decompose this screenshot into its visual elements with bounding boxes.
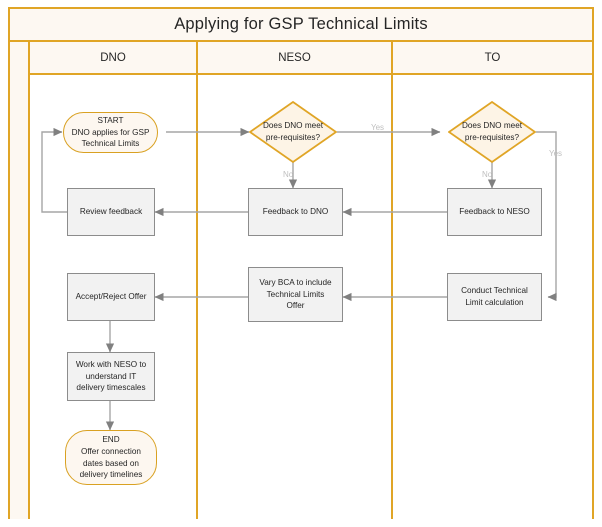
node-start[interactable]: START DNO applies for GSP Technical Limi… xyxy=(63,112,158,153)
node-vary-bca[interactable]: Vary BCA to include Technical Limits Off… xyxy=(248,267,343,322)
node-accept-reject-offer[interactable]: Accept/Reject Offer xyxy=(67,273,155,321)
node-vary-bca-label: Vary BCA to include Technical Limits Off… xyxy=(259,277,332,311)
node-work-with-neso-label: Work with NESO to understand IT delivery… xyxy=(75,359,147,393)
swimlane-gutter xyxy=(10,42,30,519)
node-decision-to-label: Does DNO meet pre-requisites? xyxy=(461,121,523,142)
node-review-feedback[interactable]: Review feedback xyxy=(67,188,155,236)
node-conduct-technical-limit[interactable]: Conduct Technical Limit calculation xyxy=(447,273,542,321)
lane-label-to: TO xyxy=(484,51,501,64)
page-title: Applying for GSP Technical Limits xyxy=(174,15,428,33)
node-accept-reject-offer-label: Accept/Reject Offer xyxy=(75,292,147,302)
node-conduct-technical-limit-label: Conduct Technical Limit calculation xyxy=(461,286,528,307)
lane-header-to: TO xyxy=(393,42,592,75)
node-end[interactable]: END Offer connection dates based on deli… xyxy=(65,430,157,485)
node-feedback-to-dno[interactable]: Feedback to DNO xyxy=(248,188,343,236)
lane-label-dno: DNO xyxy=(100,51,126,64)
diagram-title-band: Applying for GSP Technical Limits xyxy=(10,9,592,42)
lane-header-dno: DNO xyxy=(30,42,198,75)
node-start-label: START DNO applies for GSP Technical Limi… xyxy=(71,115,150,149)
node-decision-neso[interactable]: Does DNO meet pre-requisites? xyxy=(249,101,337,163)
node-end-label: END Offer connection dates based on deli… xyxy=(79,434,143,480)
node-decision-neso-label: Does DNO meet pre-requisites? xyxy=(262,121,324,142)
node-work-with-neso[interactable]: Work with NESO to understand IT delivery… xyxy=(67,352,155,401)
node-review-feedback-label: Review feedback xyxy=(79,207,143,217)
lane-header-neso: NESO xyxy=(198,42,393,75)
node-feedback-to-neso[interactable]: Feedback to NESO xyxy=(447,188,542,236)
lane-label-neso: NESO xyxy=(278,51,311,64)
node-feedback-to-neso-label: Feedback to NESO xyxy=(459,207,530,217)
node-feedback-to-dno-label: Feedback to DNO xyxy=(262,207,329,217)
node-decision-to[interactable]: Does DNO meet pre-requisites? xyxy=(448,101,536,163)
